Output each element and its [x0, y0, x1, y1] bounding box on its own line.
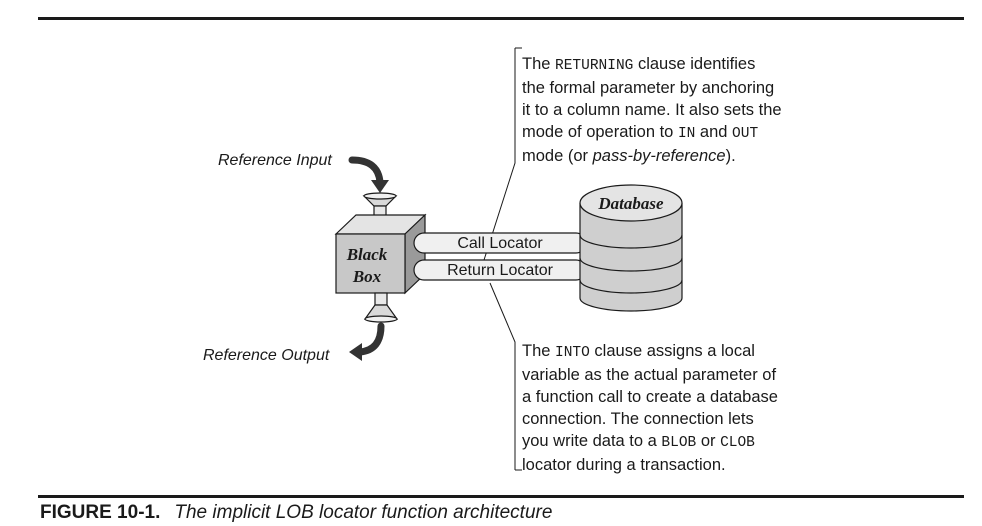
black-box-label-line2: Box	[352, 267, 382, 286]
reference-input-arrow-icon	[348, 156, 389, 193]
bottom-note-line-5: you write data to a BLOB or CLOB	[522, 432, 755, 451]
figure-caption: FIGURE 10-1. The implicit LOB locator fun…	[40, 502, 552, 524]
bottom-note-line-6: locator during a transaction.	[522, 456, 726, 474]
top-rule	[38, 17, 964, 20]
database-label: Database	[597, 194, 664, 213]
top-note-line-4: mode of operation to IN and OUT	[522, 123, 759, 142]
call-locator-pipe: Call Locator	[413, 232, 591, 254]
bottom-rule	[38, 495, 964, 498]
bottom-callout-line	[489, 282, 516, 470]
top-note-line-1: The RETURNING clause identifies	[522, 55, 756, 74]
bottom-note-line-3: a function call to create a database	[522, 388, 778, 406]
reference-output-label: Reference Output	[203, 347, 330, 364]
top-note-line-2: the formal parameter by anchoring	[522, 79, 775, 97]
bottom-note-line-2: variable as the actual parameter of	[522, 366, 777, 384]
top-note-line-3: it to a column name. It also sets the	[522, 101, 782, 119]
return-locator-pipe: Return Locator	[413, 259, 591, 281]
call-locator-label: Call Locator	[457, 235, 543, 252]
output-funnel	[363, 292, 399, 323]
figure-title: The implicit LOB locator function archit…	[174, 502, 553, 523]
returning-clause-note: The RETURNING clause identifies the form…	[522, 53, 782, 167]
black-box: Black Box	[334, 213, 427, 295]
reference-input-label: Reference Input	[218, 152, 332, 169]
reference-output-arrow-icon	[349, 322, 385, 361]
black-box-label-line1: Black	[346, 245, 388, 264]
database-cylinder: Database	[579, 184, 683, 312]
figure-number: FIGURE 10-1.	[40, 502, 161, 523]
into-clause-note: The INTO clause assigns a local variable…	[522, 340, 778, 476]
return-locator-label: Return Locator	[447, 262, 554, 279]
bottom-note-line-1: The INTO clause assigns a local	[522, 342, 755, 361]
bottom-note-line-4: connection. The connection lets	[522, 410, 754, 428]
top-callout-line	[483, 48, 516, 261]
top-note-line-5: mode (or pass-by-reference).	[522, 147, 736, 165]
